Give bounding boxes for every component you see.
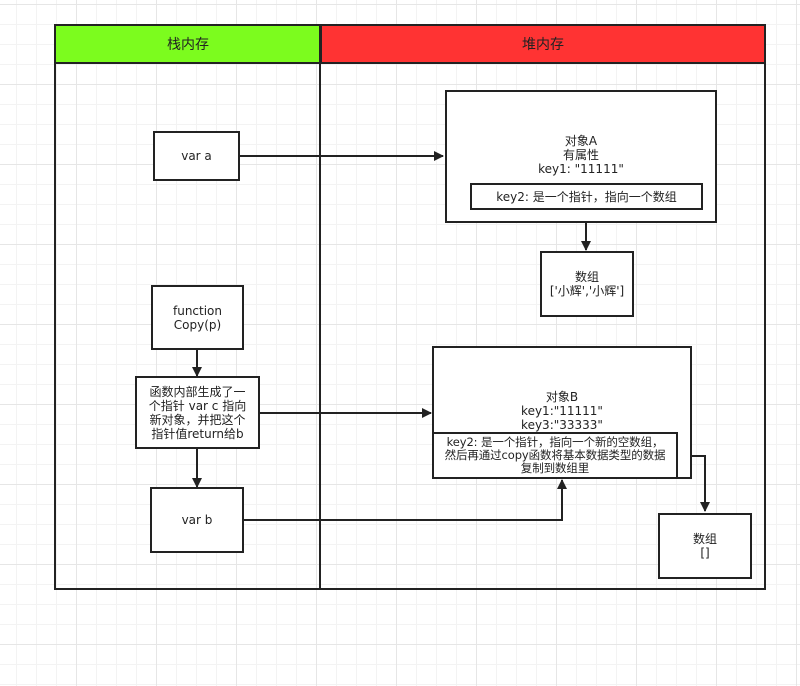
object-a-line1: 对象A xyxy=(564,134,598,148)
var-a-box: var a xyxy=(153,131,240,181)
array-a-box: 数组 ['小辉','小辉'] xyxy=(540,251,634,317)
function-copy-box: function Copy(p) xyxy=(151,285,244,350)
object-b-line2: key1:"11111" xyxy=(521,404,603,418)
object-b-line3: key3:"33333" xyxy=(521,418,603,432)
stack-memory-header: 栈内存 xyxy=(54,24,322,64)
inner-process-line1: 函数内部生成了一 xyxy=(149,384,246,399)
var-b-label: var b xyxy=(181,513,213,527)
var-a-label: var a xyxy=(181,149,212,163)
array-a-line2: ['小辉','小辉'] xyxy=(549,284,625,298)
inner-process-line2: 个指针 var c 指向 xyxy=(148,398,247,413)
heap-memory-title: 堆内存 xyxy=(522,37,564,53)
object-b-key2-line2: 然后再通过copy函数将基本数据类型的数据 xyxy=(444,448,666,462)
lane-divider xyxy=(319,24,321,590)
object-a-line2: 有属性 xyxy=(562,148,599,162)
stack-memory-title: 栈内存 xyxy=(167,37,209,53)
var-b-box: var b xyxy=(150,487,244,553)
object-b-key2-line3: 复制到数组里 xyxy=(520,461,590,475)
object-b-line1: 对象B xyxy=(545,390,579,404)
inner-process-line3: 新对象，并把这个 xyxy=(149,412,246,427)
array-a-line1: 数组 xyxy=(574,270,599,284)
inner-process-line4: 指针值return给b xyxy=(151,426,244,441)
object-b-key2-box: key2: 是一个指针，指向一个新的空数组， 然后再通过copy函数将基本数据类… xyxy=(432,432,678,479)
object-a-key2-box: key2: 是一个指针，指向一个数组 xyxy=(470,183,703,210)
object-a-line3: key1: "11111" xyxy=(538,162,624,176)
heap-memory-header: 堆内存 xyxy=(320,24,766,64)
function-copy-line1: function xyxy=(172,303,223,318)
object-a-key2-label: key2: 是一个指针，指向一个数组 xyxy=(496,189,677,204)
object-b-key2-line1: key2: 是一个指针，指向一个新的空数组， xyxy=(446,435,664,449)
array-b-line2: [] xyxy=(700,546,710,560)
inner-process-box: 函数内部生成了一 个指针 var c 指向 新对象，并把这个 指针值return… xyxy=(135,376,260,449)
array-b-line1: 数组 xyxy=(692,532,717,546)
array-b-box: 数组 [] xyxy=(658,513,752,579)
function-copy-line2: Copy(p) xyxy=(173,317,222,332)
